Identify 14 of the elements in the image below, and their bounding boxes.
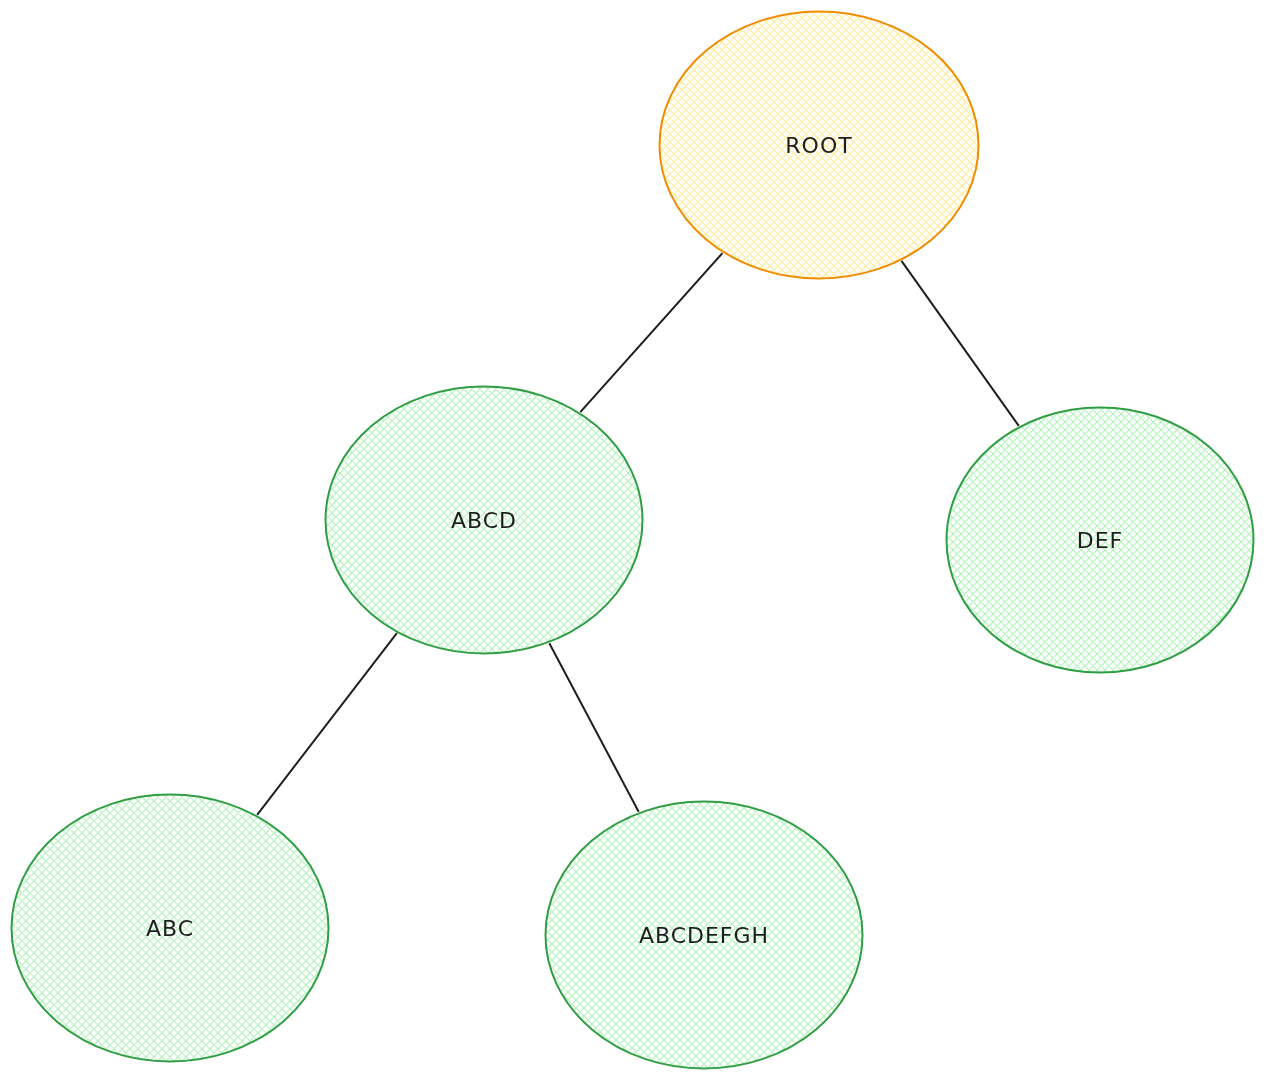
- connector-line: [256, 632, 398, 816]
- connector-line: [548, 642, 640, 813]
- ellipse-node: [658, 10, 980, 280]
- node-label: ABCDEFGH: [638, 922, 770, 948]
- ellipse-node: [544, 800, 864, 1070]
- connector-line: [900, 259, 1020, 427]
- node-label: ABCD: [450, 507, 518, 533]
- ellipse-node: [10, 793, 330, 1063]
- ellipse-node: [324, 385, 644, 655]
- ellipse-node: [945, 406, 1255, 674]
- connector-line: [579, 252, 724, 414]
- node-label: ROOT: [785, 132, 853, 158]
- node-label: ABC: [145, 915, 195, 941]
- node-label: DEF: [1076, 527, 1124, 553]
